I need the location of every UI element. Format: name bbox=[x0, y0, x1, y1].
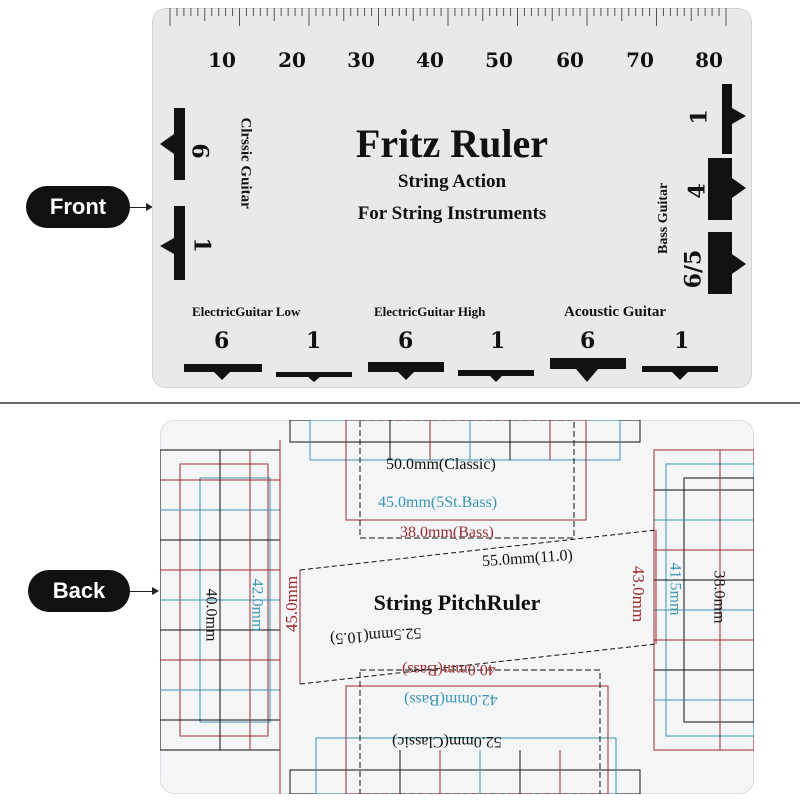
scale-number-70: 70 bbox=[626, 48, 654, 72]
ehigh-6-bar bbox=[368, 362, 444, 372]
elow-1-bar bbox=[276, 372, 352, 377]
section-divider bbox=[0, 402, 800, 404]
classic-1-bar bbox=[174, 206, 185, 280]
ehigh-1-bar bbox=[458, 370, 534, 376]
ehigh-1-notch bbox=[490, 376, 502, 382]
front-ruler-card: 10 20 30 40 50 60 70 80 Fritz Ruler Stri… bbox=[152, 8, 752, 388]
electric-low-label: ElectricGuitar Low bbox=[192, 304, 301, 319]
measure-42-bass: 42.0mm(Bass) bbox=[404, 691, 498, 708]
measure-45v: 45.0mm bbox=[282, 575, 302, 633]
measure-45-5st-bass: 45.0mm(5St.Bass) bbox=[378, 494, 498, 511]
acoustic-1-notch bbox=[672, 372, 688, 380]
measure-38v: 38.0mm bbox=[710, 570, 728, 624]
front-label: Front bbox=[26, 186, 130, 228]
scale-number-50: 50 bbox=[485, 48, 513, 72]
left-grid bbox=[160, 440, 281, 794]
scale-number-20: 20 bbox=[278, 48, 306, 72]
bass-guitar-gauge bbox=[708, 84, 746, 294]
ruler-ticks bbox=[169, 8, 727, 26]
front-arrow-line bbox=[130, 207, 146, 208]
classic-bottom-digit: 1 bbox=[188, 237, 215, 253]
measure-50-classic: 50.0mm(Classic) bbox=[386, 456, 496, 473]
back-arrow-head bbox=[152, 587, 159, 595]
scale-number-80: 80 bbox=[695, 48, 723, 72]
ehigh-6-notch bbox=[398, 372, 414, 380]
front-subtitle-1: String Action bbox=[397, 171, 507, 192]
front-title: Fritz Ruler bbox=[355, 121, 549, 166]
measure-40-bass: 40.0mm(Bass) bbox=[402, 661, 496, 678]
elow-6-notch bbox=[214, 372, 230, 380]
classic-6-bar bbox=[174, 108, 185, 180]
acoustic-6-notch bbox=[576, 369, 598, 382]
elow-6-bar bbox=[184, 364, 262, 372]
classic-top-digit: 6 bbox=[186, 143, 213, 159]
acoustic-1: 1 bbox=[674, 328, 690, 354]
classic-guitar-label: Clrssic Guitar bbox=[237, 117, 254, 209]
back-label-text: Back bbox=[52, 578, 106, 603]
bass-1-digit: 1 bbox=[686, 109, 713, 125]
bass-1-notch bbox=[732, 108, 746, 124]
bass-4-digit: 4 bbox=[684, 183, 711, 199]
measure-42v: 42.0mm bbox=[248, 578, 266, 632]
bottom-grid bbox=[289, 669, 641, 794]
bass-4-notch bbox=[732, 178, 746, 198]
classic-1-notch bbox=[160, 238, 174, 254]
top-grid bbox=[289, 420, 641, 539]
acoustic-6-bar bbox=[550, 358, 626, 369]
back-label: Back bbox=[28, 570, 130, 612]
electric-low-1: 1 bbox=[306, 328, 322, 354]
bass-guitar-label: Bass Guitar bbox=[656, 182, 671, 254]
center-slant bbox=[299, 529, 657, 685]
bass-65-bar bbox=[708, 232, 732, 294]
electric-high-label: ElectricGuitar High bbox=[374, 304, 486, 319]
acoustic-label: Acoustic Guitar bbox=[564, 304, 667, 320]
measure-43v: 43.0mm bbox=[629, 565, 649, 623]
front-arrow-head bbox=[146, 203, 153, 211]
classic-6-notch bbox=[160, 134, 174, 154]
back-pitch-ruler-card: String PitchRuler 50.0mm(Classic) 45.0mm… bbox=[160, 420, 754, 794]
front-subtitle-2: For String Instruments bbox=[357, 203, 547, 224]
bottom-gauges bbox=[184, 358, 718, 382]
measure-40v: 40.0mm bbox=[202, 588, 220, 642]
scale-number-60: 60 bbox=[556, 48, 584, 72]
elow-1-notch bbox=[308, 377, 320, 382]
pitch-ruler-grid bbox=[160, 420, 754, 794]
bass-65-notch bbox=[732, 254, 746, 274]
back-title: String PitchRuler bbox=[373, 590, 541, 615]
bass-4-bar bbox=[708, 158, 732, 220]
acoustic-1-bar bbox=[642, 366, 718, 372]
bass-65-digit: 6/5 bbox=[680, 249, 707, 289]
measure-52-classic: 52.0mm(Classic) bbox=[392, 733, 502, 750]
bass-1-bar bbox=[722, 84, 732, 154]
scale-number-30: 30 bbox=[347, 48, 375, 72]
back-arrow-line bbox=[130, 591, 152, 592]
electric-low-6: 6 bbox=[214, 328, 230, 354]
right-grid bbox=[653, 449, 754, 751]
scale-number-10: 10 bbox=[208, 48, 236, 72]
electric-high-6: 6 bbox=[398, 328, 414, 354]
front-label-text: Front bbox=[49, 194, 107, 219]
electric-high-1: 1 bbox=[490, 328, 506, 354]
measure-415v: 41.5mm bbox=[666, 562, 684, 616]
classic-guitar-gauge bbox=[160, 108, 185, 280]
measure-38-bass: 38.0mm(Bass) bbox=[400, 524, 494, 541]
scale-number-40: 40 bbox=[416, 48, 444, 72]
acoustic-6: 6 bbox=[580, 328, 596, 354]
